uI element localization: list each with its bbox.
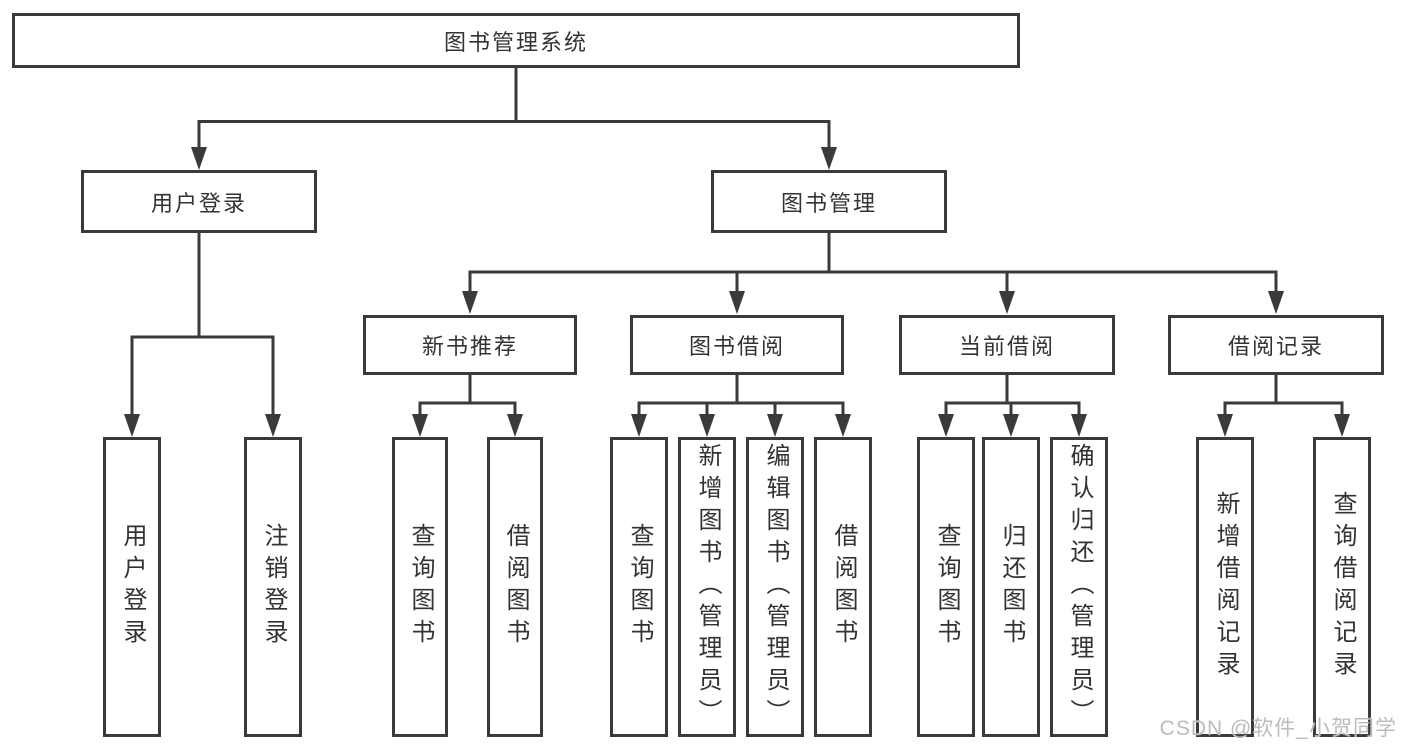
arrowheads-level2	[191, 147, 837, 170]
leaf-user-login-action-label: 用户登录	[119, 523, 146, 651]
arrowheads-leaves-new-book	[412, 414, 523, 437]
node-book-borrowing: 图书借阅	[630, 315, 844, 375]
node-user-login: 用户登录	[81, 170, 317, 233]
leaf-user-login-action: 用户登录	[103, 437, 161, 737]
leaf-query-books-recommend-label: 查询图书	[407, 523, 434, 651]
leaf-logout-action: 注销登录	[244, 437, 302, 737]
connector-book-management-to-level3	[468, 233, 1278, 298]
leaf-query-borrowing-record-label: 查询借阅记录	[1329, 491, 1356, 683]
arrowheads-leaves-book-borrowing	[631, 414, 851, 437]
node-book-management-label: 图书管理	[780, 190, 877, 216]
arrowheads-leaves-current-borrowing	[938, 414, 1087, 437]
leaf-borrow-books-recommend: 借阅图书	[487, 437, 543, 737]
arrowheads-level3	[462, 291, 1284, 314]
connector-root-to-level2	[197, 68, 831, 152]
leaf-query-books-borrow: 查询图书	[610, 437, 668, 737]
leaf-logout-action-label: 注销登录	[260, 523, 287, 651]
leaf-edit-books-admin: 编辑图书（管理员）	[746, 437, 804, 737]
node-new-book-recommendation-label: 新书推荐	[421, 334, 518, 359]
node-current-borrowing: 当前借阅	[899, 315, 1115, 375]
node-library-system-label: 图书管理系统	[443, 29, 588, 55]
node-user-login-label: 用户登录	[150, 190, 247, 216]
leaf-confirm-return-admin: 确认归还（管理员）	[1050, 437, 1108, 737]
arrowheads-leaves-borrowing-records	[1217, 414, 1350, 437]
leaf-query-books-recommend: 查询图书	[392, 437, 448, 737]
node-current-borrowing-label: 当前借阅	[958, 334, 1055, 359]
leaf-borrow-books: 借阅图书	[814, 437, 872, 737]
node-book-management: 图书管理	[711, 170, 947, 233]
connector-borrowing-records-to-leaves	[1223, 375, 1344, 421]
leaf-query-borrowing-record: 查询借阅记录	[1313, 437, 1371, 737]
connector-user-login-to-leaves	[130, 233, 275, 420]
leaf-edit-books-admin-label: 编辑图书（管理员）	[762, 443, 789, 731]
node-library-system: 图书管理系统	[12, 13, 1020, 68]
leaf-add-books-admin: 新增图书（管理员）	[678, 437, 736, 737]
leaf-borrow-books-recommend-label: 借阅图书	[502, 523, 529, 651]
leaf-query-books-current-label: 查询图书	[933, 523, 960, 651]
node-new-book-recommendation: 新书推荐	[363, 315, 577, 375]
arrowheads-leaves-user-login	[124, 414, 281, 437]
leaf-return-books: 归还图书	[982, 437, 1040, 737]
leaf-borrow-books-label: 借阅图书	[830, 523, 857, 651]
leaf-query-books-borrow-label: 查询图书	[626, 523, 653, 651]
node-borrowing-records-label: 借阅记录	[1227, 334, 1324, 359]
node-borrowing-records: 借阅记录	[1168, 315, 1384, 375]
leaf-query-books-current: 查询图书	[917, 437, 975, 737]
leaf-confirm-return-admin-label: 确认归还（管理员）	[1066, 443, 1093, 731]
connector-book-borrowing-to-leaves	[637, 375, 845, 421]
connector-new-book-recommendation-to-leaves	[418, 375, 517, 421]
leaf-add-books-admin-label: 新增图书（管理员）	[694, 443, 721, 731]
leaf-add-borrowing-record: 新增借阅记录	[1196, 437, 1254, 737]
leaf-add-borrowing-record-label: 新增借阅记录	[1212, 491, 1239, 683]
leaf-return-books-label: 归还图书	[998, 523, 1025, 651]
connector-current-borrowing-to-leaves	[944, 375, 1081, 421]
csdn-watermark: CSDN @软件_小贺同学	[1159, 717, 1397, 740]
node-book-borrowing-label: 图书借阅	[688, 334, 785, 359]
